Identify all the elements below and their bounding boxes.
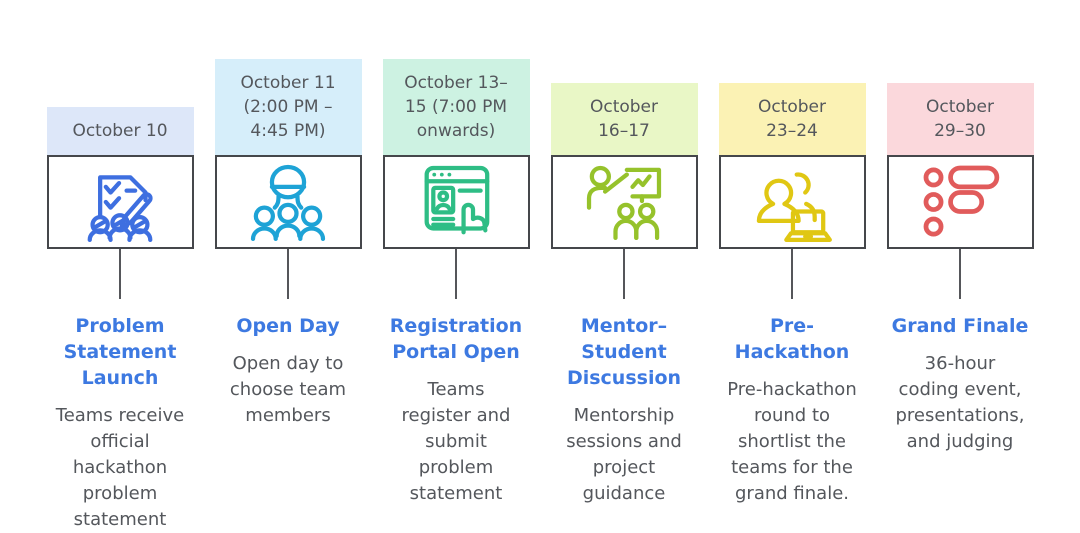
connector-line [791,249,793,299]
event-title: Grand Finale [891,315,1029,337]
connector-line [119,249,121,299]
agenda-list-icon [923,165,1000,237]
timeline-event-column: October 29–30 Grand Finale 36-hour codin… [876,0,1044,533]
event-title: Pre- Hackathon [734,315,850,363]
event-description: 36-hour coding event, presentations, and… [895,353,1025,452]
event-description: Open day to choose team members [229,353,347,426]
event-icon-box [550,155,698,249]
timeline-event-column: October 11 (2:00 PM – 4:45 PM) [204,0,372,533]
event-card: October 10 [46,0,194,249]
event-date: October 11 (2:00 PM – 4:45 PM) [214,59,362,155]
event-description: Teams receive official hackathon problem… [55,405,185,530]
connector-line [623,249,625,299]
speaker-audience-icon [250,164,326,241]
event-icon-box [886,155,1034,249]
registration-portal-icon [424,165,490,235]
event-title: Mentor– Student Discussion [566,315,682,389]
event-card: October 13– 15 (7:00 PM onwards) [382,0,530,249]
event-description: Mentorship sessions and project guidance [566,405,682,504]
event-icon-box [382,155,530,249]
event-date: October 13– 15 (7:00 PM onwards) [382,59,530,155]
connector-line [287,249,289,299]
event-icon-box [718,155,866,249]
event-date: October 10 [46,107,194,155]
event-icon-box [214,155,362,249]
timeline-event-column: October 16–17 [540,0,708,533]
timeline-event-column: October 13– 15 (7:00 PM onwards) [372,0,540,533]
timeline-event-column: October 10 [36,0,204,533]
connector-line [455,249,457,299]
timeline-event-column: October 23–24 Pre- Hackathon Pre-hackath… [708,0,876,533]
checklist-pencil-audience-icon [87,175,153,242]
event-card: October 29–30 [886,0,1034,249]
event-title: Open Day [236,315,340,337]
event-card: October 11 (2:00 PM – 4:45 PM) [214,0,362,249]
event-icon-box [46,155,194,249]
event-description: Teams register and submit problem statem… [401,379,511,504]
event-date: October 16–17 [550,83,698,155]
event-date: October 23–24 [718,83,866,155]
team-laptop-icon [756,172,832,242]
event-card: October 16–17 [550,0,698,249]
connector-line [959,249,961,299]
event-title: Registration Portal Open [389,315,523,363]
event-card: October 23–24 [718,0,866,249]
event-title: Problem Statement Launch [63,315,177,389]
event-description: Pre-hackathon round to shortlist the tea… [727,379,857,504]
mentor-presentation-icon [586,165,662,241]
timeline-columns: October 10 [36,0,1044,533]
event-date: October 29–30 [886,83,1034,155]
